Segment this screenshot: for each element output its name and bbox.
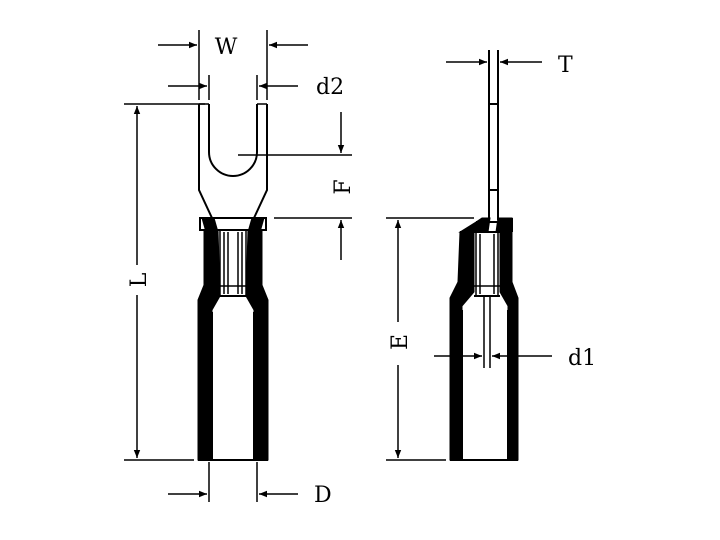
insulation-collar <box>199 217 267 231</box>
label-l: L <box>127 272 152 287</box>
label-d1: d1 <box>568 346 596 371</box>
side-view: T E d1 <box>386 50 596 461</box>
label-e: E <box>388 334 413 350</box>
sleeve-wall-left <box>197 229 221 319</box>
side-sleeve-wall-right <box>499 231 519 318</box>
side-sleeve-wall-left <box>449 231 475 318</box>
fork-slot <box>208 104 258 177</box>
tongue-plate <box>488 50 499 220</box>
label-d2: d2 <box>316 75 344 100</box>
fork-outline-outer <box>198 104 268 219</box>
label-w: W <box>215 35 238 60</box>
label-d: D <box>314 483 332 508</box>
sleeve-wall-right <box>245 229 269 319</box>
front-view: W d2 L F D <box>124 30 356 508</box>
label-f: F <box>331 179 356 194</box>
label-t: T <box>558 53 573 78</box>
